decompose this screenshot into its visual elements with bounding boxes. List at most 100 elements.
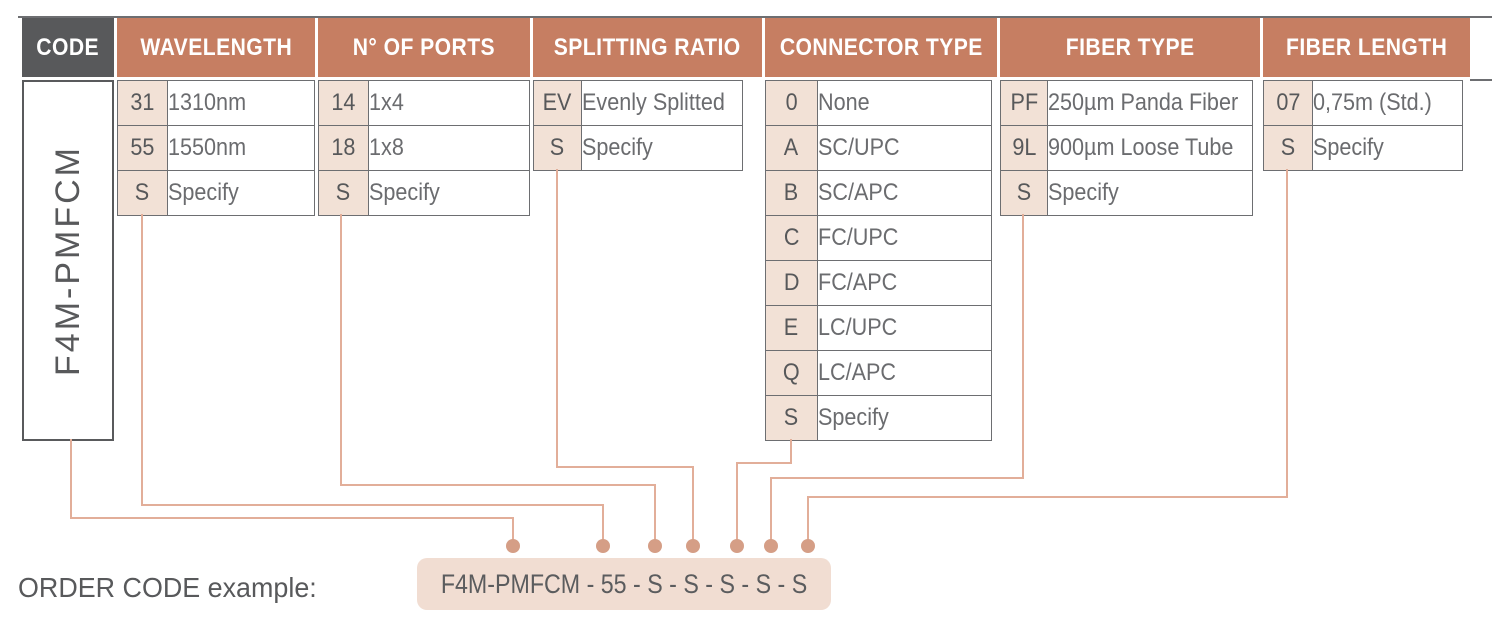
value-cell-text: 900µm Loose Tube: [1048, 134, 1234, 161]
splitting-ratio-table: EV Evenly Splitted S Specify: [533, 80, 743, 171]
code-cell-text: S: [1280, 134, 1296, 161]
code-cell-text: 07: [1275, 89, 1301, 116]
connector-dot: [506, 539, 520, 553]
value-cell-text: 1550nm: [168, 134, 247, 161]
code-cell: 07: [1263, 80, 1313, 126]
wavelength-table: 31 1310nm 55 1550nm S Specify: [117, 80, 315, 216]
code-cell-text: C: [783, 224, 800, 251]
value-cell: Specify: [817, 395, 992, 441]
code-cell-text: S: [135, 179, 150, 206]
code-cell-text: 55: [130, 134, 155, 161]
value-cell: 250µm Panda Fiber: [1047, 80, 1253, 126]
code-cell: 14: [318, 80, 369, 126]
value-cell: Specify: [368, 170, 530, 216]
table-row: D FC/APC: [765, 260, 992, 306]
value-cell: FC/APC: [817, 260, 992, 306]
connector-line-wavelength: [141, 214, 143, 506]
header-fiber-type: FIBER TYPE: [1000, 18, 1260, 77]
connector-dot: [801, 539, 815, 553]
code-cell-text: S: [1016, 179, 1032, 206]
value-cell: 1310nm: [167, 80, 315, 126]
connector-dot: [648, 539, 662, 553]
code-cell-text: A: [784, 134, 799, 161]
connector-line-wavelength: [602, 504, 604, 546]
code-cell: EV: [533, 80, 582, 126]
table-row: A SC/UPC: [765, 125, 992, 171]
code-cell-text: 18: [331, 134, 356, 161]
value-cell: LC/UPC: [817, 305, 992, 351]
code-cell: 9L: [1000, 125, 1048, 171]
table-row: S Specify: [117, 170, 315, 216]
connector-line-connector-type: [790, 439, 792, 464]
table-row: 9L 900µm Loose Tube: [1000, 125, 1253, 171]
connector-line-code: [512, 517, 514, 546]
connector-line-splitting-ratio: [556, 169, 558, 468]
header-ports-label: N° OF PORTS: [352, 33, 496, 61]
code-cell: Q: [765, 350, 818, 396]
table-row: S Specify: [1263, 125, 1463, 171]
code-cell: E: [765, 305, 818, 351]
connector-line-fiber-type: [770, 477, 772, 546]
value-cell: None: [817, 80, 992, 126]
connector-line-ports: [654, 484, 656, 546]
connector-line-code: [70, 439, 72, 519]
value-cell: Specify: [581, 125, 743, 171]
value-cell: Specify: [167, 170, 315, 216]
value-cell-text: SC/APC: [818, 179, 899, 206]
code-cell-text: 14: [331, 89, 356, 116]
connector-line-fiber-type: [1022, 214, 1024, 479]
code-cell: 18: [318, 125, 369, 171]
header-connector-type: CONNECTOR TYPE: [765, 18, 997, 77]
header-wavelength: WAVELENGTH: [117, 18, 315, 77]
value-cell-text: 1310nm: [168, 89, 247, 116]
value-cell: 1x4: [368, 80, 530, 126]
header-code-label: CODE: [36, 33, 100, 61]
connector-line-fiber-type: [770, 477, 1024, 479]
order-code-label: ORDER CODE example:: [18, 572, 329, 604]
value-cell: Specify: [1312, 125, 1463, 171]
table-row: Q LC/APC: [765, 350, 992, 396]
value-cell-text: Specify: [168, 179, 239, 206]
header-fiber-length: FIBER LENGTH: [1263, 18, 1470, 77]
code-cell: PF: [1000, 80, 1048, 126]
value-cell-text: Specify: [582, 134, 653, 161]
value-cell: LC/APC: [817, 350, 992, 396]
table-row: E LC/UPC: [765, 305, 992, 351]
table-row: 14 1x4: [318, 80, 530, 126]
code-cell: S: [1263, 125, 1313, 171]
value-cell: 0,75m (Std.): [1312, 80, 1463, 126]
code-cell-text: S: [784, 404, 799, 431]
connector-line-fiber-length: [807, 496, 1288, 498]
connector-line-ports: [340, 214, 342, 486]
code-cell: C: [765, 215, 818, 261]
connector-line-fiber-length: [1286, 169, 1288, 498]
code-cell-text: 9L: [1011, 134, 1037, 161]
header-splitting-ratio: SPLITTING RATIO: [533, 18, 762, 77]
value-cell: SC/UPC: [817, 125, 992, 171]
table-row: 55 1550nm: [117, 125, 315, 171]
table-row: 0 None: [765, 80, 992, 126]
table-row: C FC/UPC: [765, 215, 992, 261]
header-connector-type-label: CONNECTOR TYPE: [779, 33, 983, 61]
code-cell-text: B: [784, 179, 799, 206]
table-row: 31 1310nm: [117, 80, 315, 126]
code-cell: A: [765, 125, 818, 171]
code-cell-text: EV: [543, 89, 572, 116]
connector-dot: [596, 539, 610, 553]
table-row: S Specify: [318, 170, 530, 216]
code-cell-text: Q: [783, 359, 800, 386]
header-code: CODE: [22, 18, 114, 77]
header-wavelength-label: WAVELENGTH: [140, 33, 292, 61]
code-cell: S: [117, 170, 168, 216]
value-cell-text: SC/UPC: [818, 134, 900, 161]
value-cell-text: Evenly Splitted: [582, 89, 725, 116]
code-cell-text: S: [550, 134, 565, 161]
value-cell-text: Specify: [818, 404, 889, 431]
table-row: S Specify: [533, 125, 743, 171]
fiber-type-table: PF 250µm Panda Fiber 9L 900µm Loose Tube…: [1000, 80, 1253, 216]
code-cell-text: E: [784, 314, 799, 341]
connector-line-wavelength: [141, 504, 604, 506]
ports-table: 14 1x4 18 1x8 S Specify: [318, 80, 530, 216]
right-edge-rule: [1470, 79, 1492, 81]
